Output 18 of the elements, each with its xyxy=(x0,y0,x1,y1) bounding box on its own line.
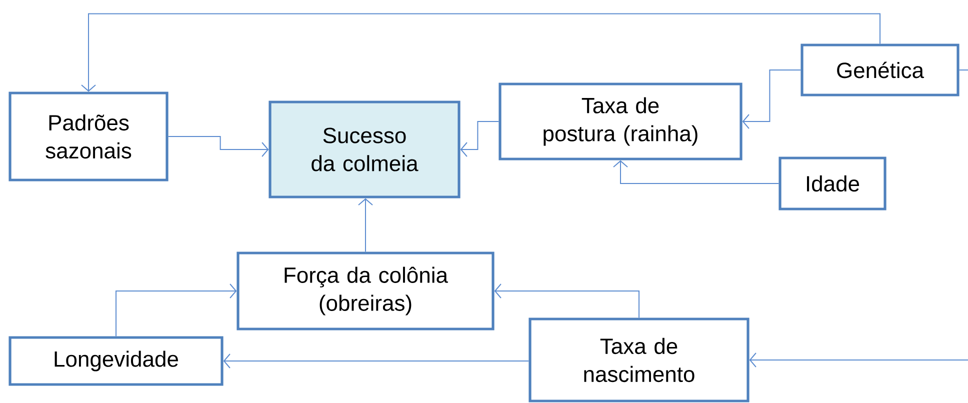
arrow xyxy=(81,13,880,92)
arrow xyxy=(223,354,530,368)
arrow xyxy=(613,160,780,184)
arrow xyxy=(742,70,802,129)
factor-box: Taxa de nascimento xyxy=(528,318,750,402)
arrow xyxy=(494,284,640,318)
highlighted-box: Sucesso da colmeia xyxy=(268,100,460,198)
arrow xyxy=(116,284,237,337)
arrow xyxy=(358,198,373,252)
arrow xyxy=(749,352,968,368)
factor-box: Genética xyxy=(800,44,960,96)
factor-box: Longevidade xyxy=(8,336,224,386)
arrow xyxy=(460,121,500,157)
factor-box: Padrões sazonais xyxy=(8,92,168,182)
factor-box: Idade xyxy=(778,156,886,210)
factor-box: Taxa de postura (rainha) xyxy=(498,82,742,160)
arrow xyxy=(168,136,269,157)
factor-box: Força da colônia (obreiras) xyxy=(236,252,494,330)
